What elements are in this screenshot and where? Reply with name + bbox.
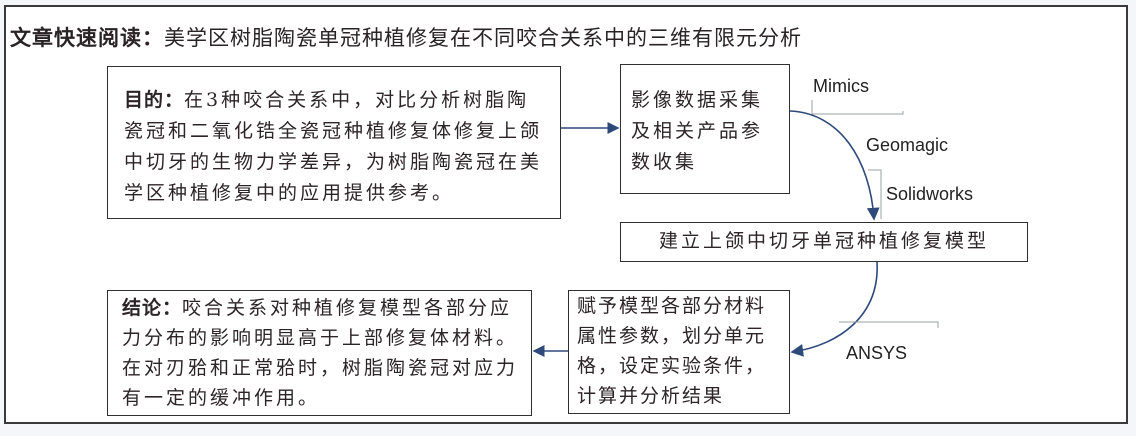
conclusion-box: 结论：咬合关系对种植修复模型各部分应力分布的影响明显高于上部修复体材料。在对刃𬌗… [107, 290, 532, 416]
ansys-bracket [839, 321, 939, 328]
build-model-text: 建立上颌中切牙单冠种植修复模型 [658, 230, 989, 252]
label-geomagic: Geomagic [866, 135, 949, 155]
purpose-text: 在3种咬合关系中，对比分析树脂陶瓷冠和二氧化锆全瓷冠种植修复体修复上颌中切牙的生… [124, 89, 543, 204]
build-model-box: 建立上颌中切牙单冠种植修复模型 [620, 222, 1028, 262]
title-lead: 文章快速阅读： [10, 26, 164, 50]
arrow-model-to-assign [790, 261, 878, 357]
data-collection-text: 影像数据采集及相关产品参数收集 [631, 89, 764, 173]
solidworks-bracket [868, 169, 882, 219]
title-text: 美学区树脂陶瓷单冠种植修复在不同咬合关系中的三维有限元分析 [164, 26, 802, 50]
diagram-title: 文章快速阅读：美学区树脂陶瓷单冠种植修复在不同咬合关系中的三维有限元分析 [10, 22, 802, 52]
data-collection-box: 影像数据采集及相关产品参数收集 [620, 64, 790, 194]
assign-params-text: 赋予模型各部分材料属性参数，划分单元格，设定实验条件，计算并分析结果 [577, 295, 767, 407]
conclusion-label: 结论： [122, 297, 183, 319]
label-ansys: ANSYS [846, 343, 908, 363]
label-solidworks: Solidworks [886, 184, 974, 204]
mimics-bracket [811, 100, 904, 115]
purpose-label: 目的： [124, 89, 185, 111]
purpose-box: 目的：在3种咬合关系中，对比分析树脂陶瓷冠和二氧化锆全瓷冠种植修复体修复上颌中切… [107, 66, 561, 219]
conclusion-text: 咬合关系对种植修复模型各部分应力分布的影响明显高于上部修复体材料。在对刃𬌗和正常… [122, 297, 519, 409]
arrow-data-to-model [789, 110, 880, 221]
label-mimics: Mimics [813, 76, 869, 96]
assign-params-box: 赋予模型各部分材料属性参数，划分单元格，设定实验条件，计算并分析结果 [568, 290, 790, 414]
